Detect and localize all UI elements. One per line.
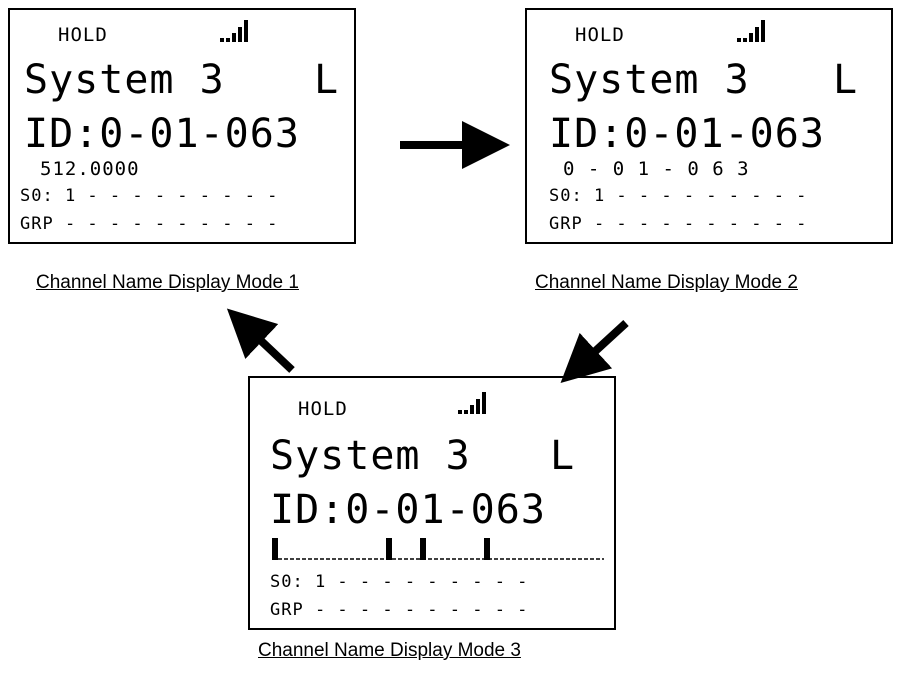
signal-bars-icon bbox=[220, 18, 248, 42]
mode-letter: L bbox=[833, 57, 858, 103]
s0-line: S0: 1 - - - - - - - - - bbox=[549, 186, 808, 206]
talkgroup-id: ID:0-01-063 bbox=[549, 111, 825, 157]
caption-mode-1: Channel Name Display Mode 1 bbox=[36, 272, 299, 293]
channel-name-bar-graphic bbox=[272, 538, 604, 560]
caption-mode-2: Channel Name Display Mode 2 bbox=[535, 272, 798, 293]
s0-line: S0: 1 - - - - - - - - - bbox=[270, 572, 529, 592]
signal-bars-icon bbox=[458, 390, 486, 414]
s0-line: S0: 1 - - - - - - - - - bbox=[20, 186, 279, 206]
talkgroup-id: ID:0-01-063 bbox=[270, 487, 546, 533]
arrow-icon bbox=[560, 320, 629, 384]
system-name: System 3 bbox=[549, 57, 750, 103]
lcd-screen-mode-1: HOLD System 3 L ID:0-01-063 512.0000 S0:… bbox=[8, 8, 356, 244]
hold-indicator: HOLD bbox=[575, 24, 625, 46]
channel-name-readout: 0 - 0 1 - 0 6 3 bbox=[563, 158, 750, 180]
grp-line: GRP - - - - - - - - - - bbox=[270, 600, 529, 620]
signal-bars-icon bbox=[737, 18, 765, 42]
talkgroup-id: ID:0-01-063 bbox=[24, 111, 300, 157]
grp-line: GRP - - - - - - - - - - bbox=[20, 214, 279, 234]
system-name: System 3 bbox=[270, 433, 471, 479]
frequency-readout: 512.0000 bbox=[40, 158, 140, 180]
grp-line: GRP - - - - - - - - - - bbox=[549, 214, 808, 234]
hold-indicator: HOLD bbox=[298, 398, 348, 420]
system-name: System 3 bbox=[24, 57, 225, 103]
arrow-icon bbox=[226, 308, 295, 373]
lcd-screen-mode-3: HOLD System 3 L ID:0-01-063 S0: 1 - - - … bbox=[248, 376, 616, 630]
hold-indicator: HOLD bbox=[58, 24, 108, 46]
mode-letter: L bbox=[314, 57, 339, 103]
mode-letter: L bbox=[550, 433, 575, 479]
lcd-screen-mode-2: HOLD System 3 L ID:0-01-063 0 - 0 1 - 0 … bbox=[525, 8, 893, 244]
caption-mode-3: Channel Name Display Mode 3 bbox=[258, 640, 521, 661]
